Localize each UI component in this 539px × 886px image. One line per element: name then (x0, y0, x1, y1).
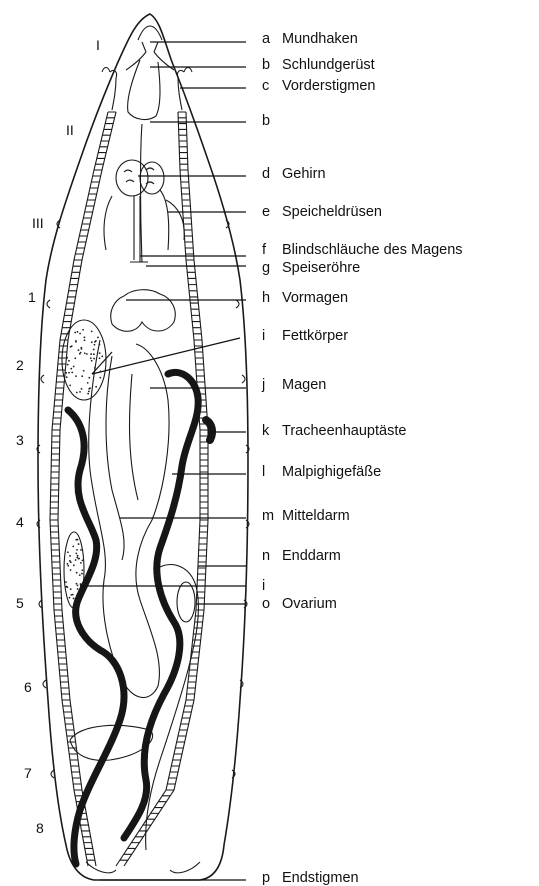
callout-name: Magen (282, 377, 326, 393)
callout-letter-c: c (262, 78, 269, 94)
segment-label-1: 1 (28, 289, 36, 305)
callout-letter-m: m (262, 508, 274, 524)
callout-letter-b: b (262, 113, 270, 129)
callout-name: Blindschläuche des Magens (282, 242, 463, 258)
callout-name: Vorderstigmen (282, 78, 376, 94)
segment-folds-left (37, 220, 60, 778)
callout-letter-e: e (262, 204, 270, 220)
proventriculus (111, 290, 175, 332)
anterior-spiracle-left (102, 68, 117, 111)
segment-label-6: 6 (24, 679, 32, 695)
callout-name: Gehirn (282, 166, 326, 182)
callout-letter-b: b (262, 57, 270, 73)
leader-line (92, 338, 240, 374)
callout-letter-k: k (262, 423, 270, 439)
callout-labels: a Mundhaken b Schlundgerüst c Vorderstigmen b d… (261, 31, 463, 886)
callout-letter-a: a (262, 31, 271, 47)
callout-letter-f: f (262, 242, 267, 258)
callout-name: Enddarm (282, 548, 341, 564)
callout-letter-i: i (262, 328, 265, 344)
gastric-caeca (130, 196, 148, 262)
segment-label-8: 8 (36, 820, 44, 836)
callout-letter-j: j (261, 377, 265, 393)
salivary-glands (104, 190, 184, 250)
callout-name: Malpighigefäße (282, 464, 381, 480)
callout-name: Schlundgerüst (282, 57, 375, 73)
callout-letter-o: o (262, 596, 270, 612)
callout-letter-i: i (262, 578, 265, 594)
malpighian-tubule-right (124, 372, 198, 838)
callout-letter-p: p (262, 870, 270, 886)
segment-label-5: 5 (16, 595, 24, 611)
callout-name: Endstigmen (282, 870, 359, 886)
callout-name: Tracheenhauptäste (282, 423, 406, 439)
callout-name: Ovarium (282, 596, 337, 612)
callout-name: Mundhaken (282, 31, 358, 47)
callout-letter-d: d (262, 166, 270, 182)
leader-line (92, 352, 112, 374)
callout-name: Fettkörper (282, 328, 348, 344)
pharyngeal-skeleton (128, 60, 160, 119)
segment-label-3: 3 (16, 432, 24, 448)
callout-name: Speiseröhre (282, 260, 360, 276)
callout-name: Vormagen (282, 290, 348, 306)
segment-label-2: 2 (16, 357, 24, 373)
hindgut (146, 565, 199, 850)
midgut (89, 340, 169, 697)
callout-name: Mitteldarm (282, 508, 350, 524)
segment-label-7: 7 (24, 765, 32, 781)
segment-label-I: I (96, 37, 100, 53)
callout-letter-l: l (262, 464, 265, 480)
segment-label-III: III (32, 215, 44, 231)
fat-body-anterior (62, 320, 106, 400)
anterior-spiracle-right (177, 68, 192, 111)
posterior-spiracles (86, 862, 200, 873)
segment-folds-right (226, 220, 249, 778)
segment-label-II: II (66, 122, 74, 138)
callout-letter-g: g (262, 260, 270, 276)
segment-label-4: 4 (16, 514, 24, 530)
callout-letter-n: n (262, 548, 270, 564)
ovary (177, 582, 195, 622)
tracheal-trunks (50, 112, 208, 866)
callout-name: Speicheldrüsen (282, 204, 382, 220)
callout-letter-h: h (262, 290, 270, 306)
